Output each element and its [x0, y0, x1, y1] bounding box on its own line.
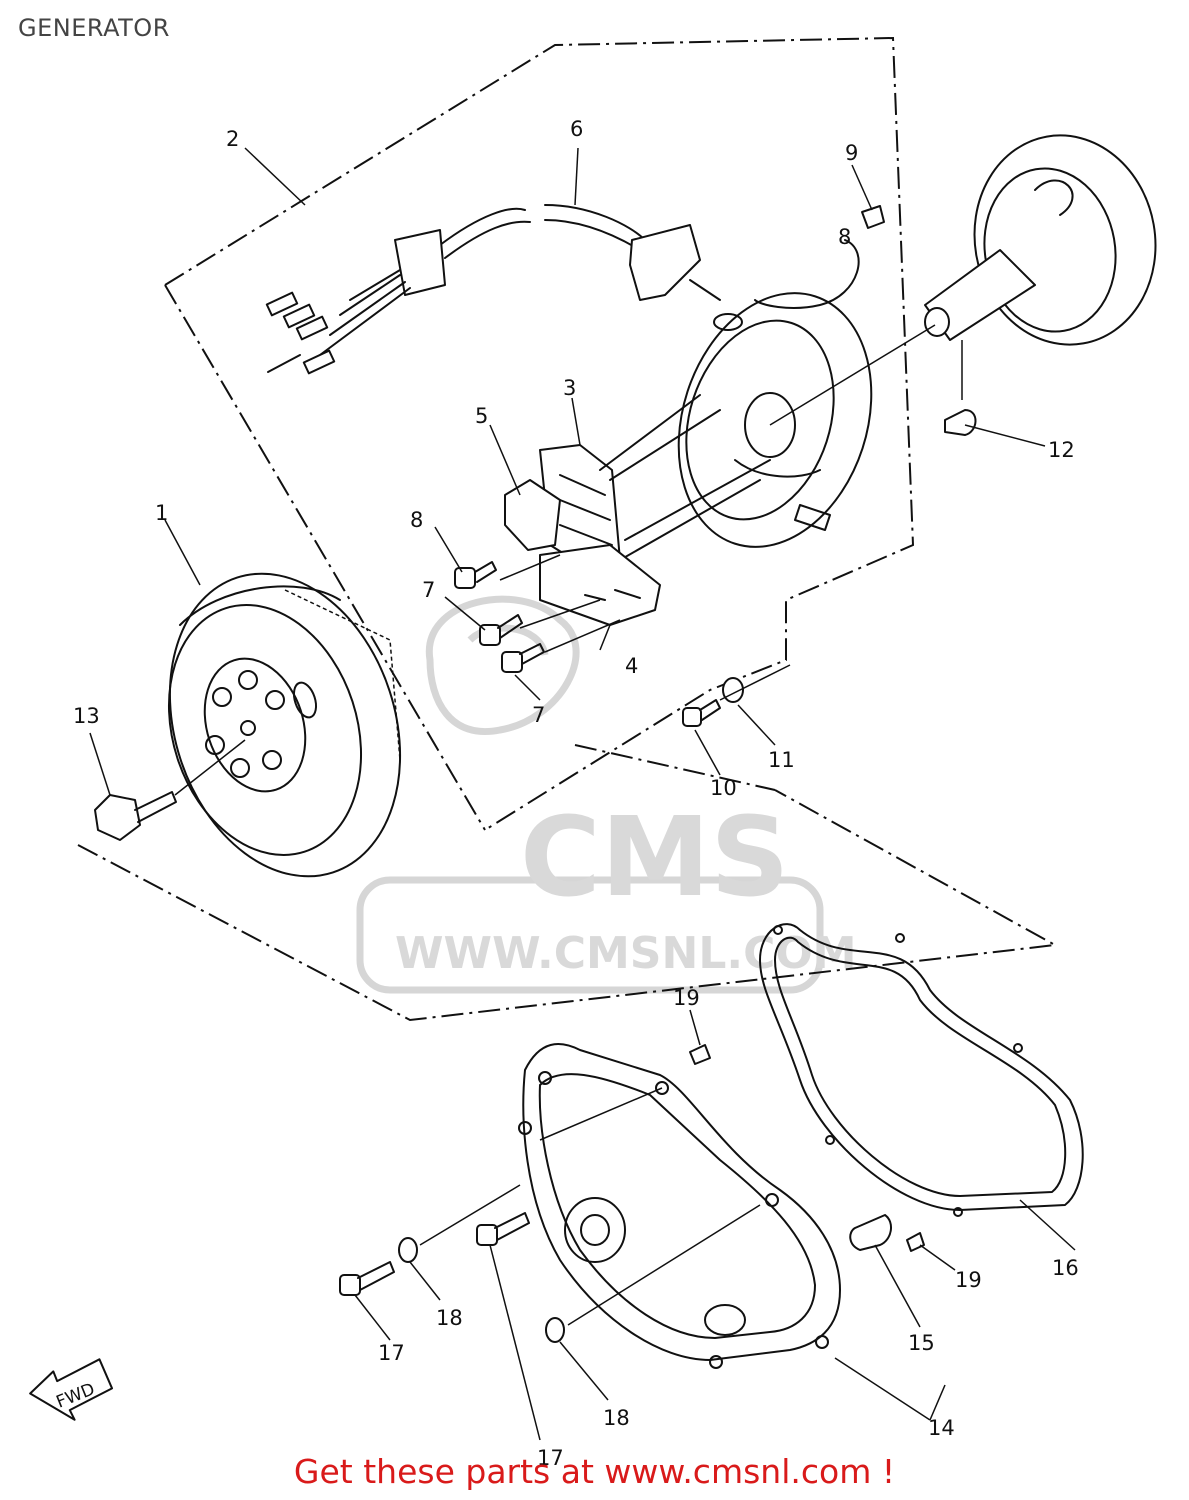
- screw-8: [454, 561, 497, 589]
- callout-10: 10: [710, 776, 737, 800]
- callout-6: 6: [570, 117, 583, 141]
- dowel-pin-19-lower: [906, 1232, 925, 1252]
- cover-bolt-17-lower: [476, 1212, 530, 1246]
- callout-9: 9: [845, 141, 858, 165]
- wire-harness: [265, 204, 721, 375]
- callout-2: 2: [226, 127, 239, 151]
- callout-labels: 2 6 9 8 3 5 12 1 8 7 4 7 13 11 10 19 16 …: [73, 117, 1079, 1470]
- pickup-lead-wire: [754, 205, 885, 309]
- callout-8-lead: 8: [838, 225, 851, 249]
- callout-7-lower: 7: [532, 703, 545, 727]
- callout-1: 1: [155, 501, 168, 525]
- callout-15: 15: [908, 1331, 935, 1355]
- callout-18-upper: 18: [436, 1306, 463, 1330]
- callout-19-lower: 19: [955, 1268, 982, 1292]
- fwd-direction-arrow: FWD: [29, 1358, 114, 1421]
- watermark-url: WWW.CMSNL.COM: [395, 928, 857, 979]
- callout-3: 3: [563, 376, 576, 400]
- assembly-boundary-upper: [164, 36, 915, 831]
- alignment-line-7a: [519, 599, 601, 629]
- callout-7-upper: 7: [422, 578, 435, 602]
- assembly-boundary-lower: [77, 744, 1059, 1022]
- alignment-line-10: [719, 664, 791, 701]
- washer-18-upper: [398, 1237, 418, 1263]
- callout-16: 16: [1052, 1256, 1079, 1280]
- alignment-line-7b: [544, 619, 621, 653]
- callout-8: 8: [410, 508, 423, 532]
- callout-17-lower: 17: [537, 1446, 564, 1470]
- callout-19-upper: 19: [673, 986, 700, 1010]
- footer-shop-link[interactable]: Get these parts at www.cmsnl.com !: [293, 1452, 896, 1491]
- callout-14: 14: [928, 1416, 955, 1440]
- callout-12: 12: [1048, 438, 1075, 462]
- watermark-brand: CMS: [520, 793, 789, 921]
- crankshaft: [924, 134, 1157, 346]
- stator-plate: [677, 292, 873, 548]
- callout-5: 5: [475, 404, 488, 428]
- watermark-logo: CMS WWW.CMSNL.COM: [356, 595, 857, 994]
- callout-17-upper: 17: [378, 1341, 405, 1365]
- cover-bolt-17-upper: [339, 1261, 395, 1296]
- alignment-line-18b: [567, 1204, 761, 1326]
- callout-4: 4: [625, 654, 638, 678]
- callout-13: 13: [73, 704, 100, 728]
- dowel-pin-15: [849, 1214, 892, 1251]
- page-title: GENERATOR: [18, 14, 170, 42]
- screw-7-lower: [501, 643, 545, 673]
- pickup-coil: [504, 479, 561, 551]
- alignment-line-cover: [539, 1087, 663, 1141]
- alignment-line-8: [499, 554, 561, 581]
- alignment-line-18a: [419, 1184, 521, 1246]
- alignment-line-shaft: [769, 324, 936, 426]
- bolt-10: [682, 699, 721, 727]
- callout-18-lower: 18: [603, 1406, 630, 1430]
- flywheel-rotor: [167, 572, 402, 878]
- alignment-line-13: [174, 739, 246, 796]
- stator-base: [539, 544, 661, 626]
- dowel-pin-19-upper: [689, 1044, 711, 1065]
- leader-lines: [89, 147, 1076, 1441]
- woodruff-key: [944, 409, 977, 436]
- cover-gasket: [759, 923, 1084, 1217]
- washer-18-lower: [545, 1317, 565, 1343]
- generator-cover: [518, 1043, 841, 1369]
- flywheel-bolt-13: [94, 791, 177, 841]
- callout-11: 11: [768, 748, 795, 772]
